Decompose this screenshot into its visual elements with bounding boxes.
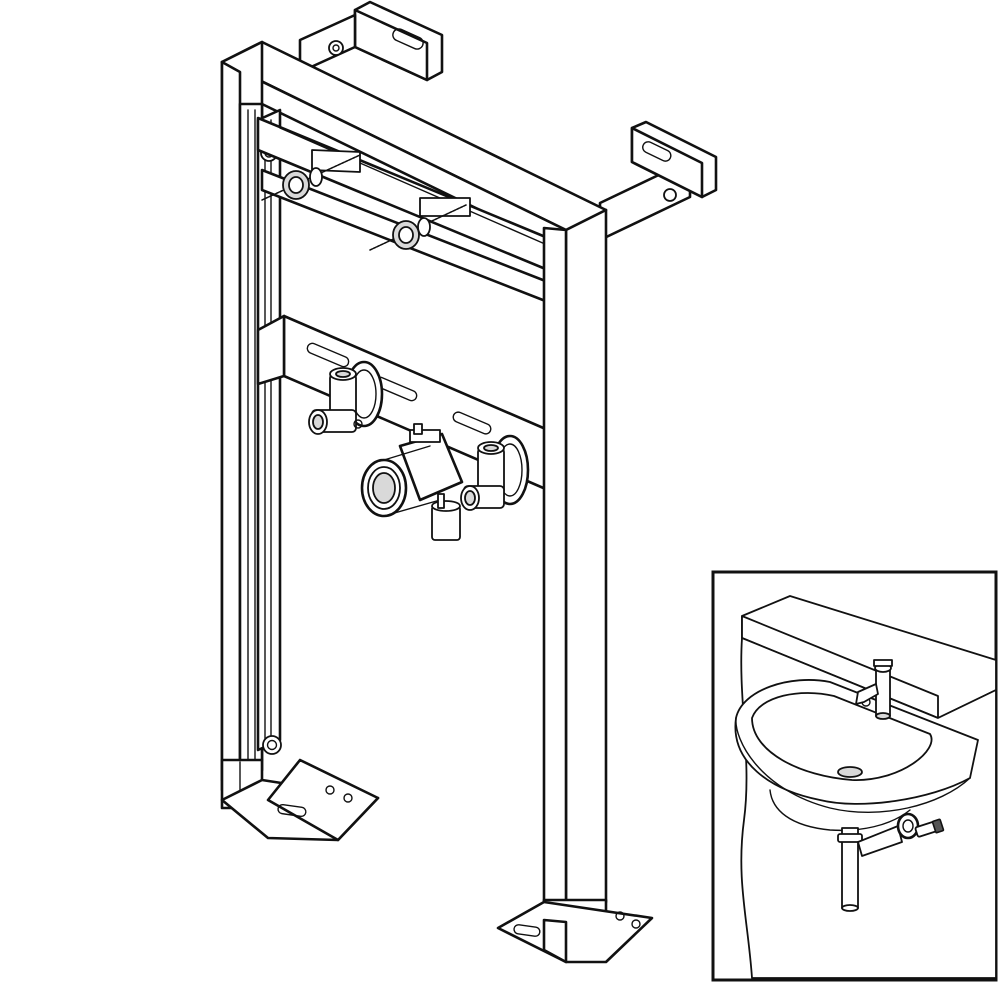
tap: [855, 659, 893, 720]
right-upright: [542, 208, 608, 957]
siphon: [837, 812, 945, 912]
installation-frame: [220, 0, 718, 964]
installed-basin-inset: [711, 570, 998, 982]
left-adjustment-rail: [256, 108, 282, 755]
top-wall-bracket-right: [598, 120, 718, 242]
right-water-inlet-elbow: [460, 434, 530, 511]
left-foot-plate: [220, 758, 380, 842]
waste-connection-bend: [360, 423, 464, 541]
threaded-rod-left: [261, 154, 361, 201]
top-wall-bracket-rear: [298, 0, 444, 82]
threaded-rod-right: [369, 204, 467, 251]
right-foot-plate: [496, 900, 654, 964]
left-upright: [220, 40, 264, 810]
left-water-inlet-elbow: [308, 360, 384, 435]
